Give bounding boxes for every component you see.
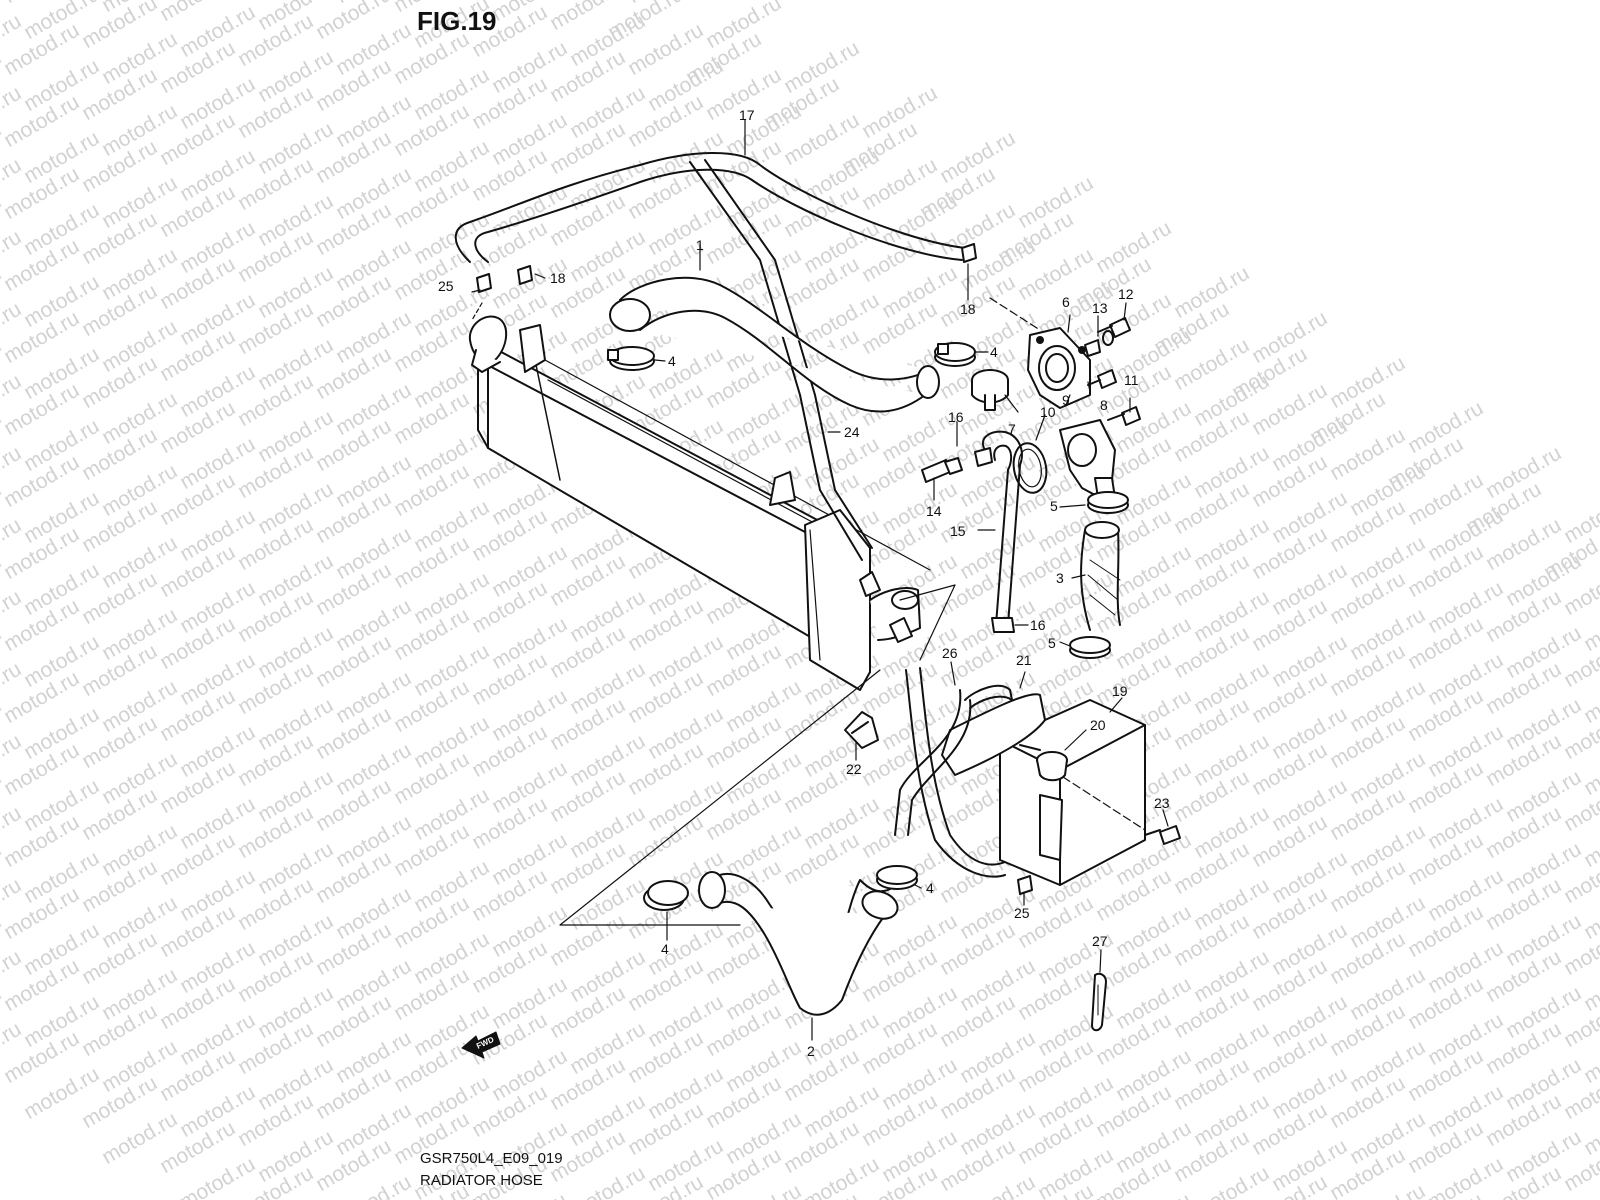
label-16-upper: 16 [948,409,964,425]
thermostat-cover-9 [1059,419,1116,499]
label-3: 3 [1056,570,1064,586]
label-21: 21 [1016,652,1032,668]
label-17: 17 [739,107,755,123]
label-15: 15 [950,523,966,539]
hose-2 [698,871,899,1016]
diagram-name: RADIATOR HOSE [420,1172,543,1189]
bolt-12 [1097,317,1131,338]
gasket-10 [1012,442,1048,494]
bolt-11 [1107,406,1141,426]
clamp-4-upper-left [607,346,655,371]
thermostat-housing-6 [1027,327,1101,409]
clip-25-upper [476,273,492,293]
hose-15 [982,430,1023,626]
label-18-left: 18 [550,270,566,286]
reservoir-cap-20 [1036,751,1068,782]
label-8: 8 [1100,397,1108,413]
hose-24-lower [905,667,1006,878]
bolt-23 [1144,825,1181,845]
label-25-lower: 25 [1014,905,1030,921]
bolt-8 [1087,369,1117,389]
label-4-upper-right: 4 [990,344,998,360]
label-7: 7 [1008,421,1016,437]
part-labels: 17 1 25 18 18 6 13 12 4 4 9 8 11 10 7 16… [438,107,1170,1059]
label-22: 22 [846,761,862,777]
hose-24 [799,394,873,561]
label-27: 27 [1092,933,1108,949]
figure-title: FIG.19 [417,6,497,36]
label-4-lower-left: 4 [661,941,669,957]
clamp-5-upper [1087,491,1129,514]
label-2: 2 [807,1043,815,1059]
label-10: 10 [1040,404,1056,420]
label-19: 19 [1112,683,1128,699]
o-ring-13 [1102,330,1114,346]
clip-25-lower [1017,875,1033,895]
clamp-4-upper-right [934,342,976,367]
clip-16-lower [991,617,1015,633]
fwd-arrow-icon: FWD [461,1031,501,1059]
label-4-lower-right: 4 [926,880,934,896]
thermostat-7 [971,369,1009,411]
label-5-upper: 5 [1050,498,1058,514]
clip-18-left [517,265,533,285]
hose-3 [1080,521,1121,631]
label-11: 11 [1124,372,1139,388]
label-25-upper: 25 [438,278,454,294]
clamp-4-lower-left [643,880,689,911]
label-6: 6 [1062,294,1070,310]
hose-26 [894,684,1013,836]
label-13: 13 [1092,300,1108,316]
label-16-lower: 16 [1030,617,1046,633]
label-14: 14 [926,503,942,519]
bracket-21 [941,693,1046,776]
radiator [477,324,931,691]
label-20: 20 [1090,717,1106,733]
label-26: 26 [942,645,958,661]
bolt-14 [921,457,963,483]
label-5-lower: 5 [1048,635,1056,651]
clip-16-upper [974,447,993,467]
label-24: 24 [844,424,860,440]
clip-18-right [961,243,977,263]
clamp-5-lower [1069,636,1111,659]
label-4-upper-left: 4 [668,353,676,369]
leader-lines [471,119,1169,1041]
hose-1 [609,276,940,413]
clip-22 [844,711,879,749]
diagram-code: GSR750L4_E09_019 [420,1150,563,1167]
clamp-4-lower-right [876,865,918,890]
label-1: 1 [696,237,704,253]
hose-17 [454,152,966,396]
strap-27 [1091,972,1107,1032]
label-12: 12 [1118,286,1134,302]
label-23: 23 [1154,795,1170,811]
radiator-cap [468,315,508,373]
label-18-right: 18 [960,301,976,317]
label-9: 9 [1062,392,1070,408]
